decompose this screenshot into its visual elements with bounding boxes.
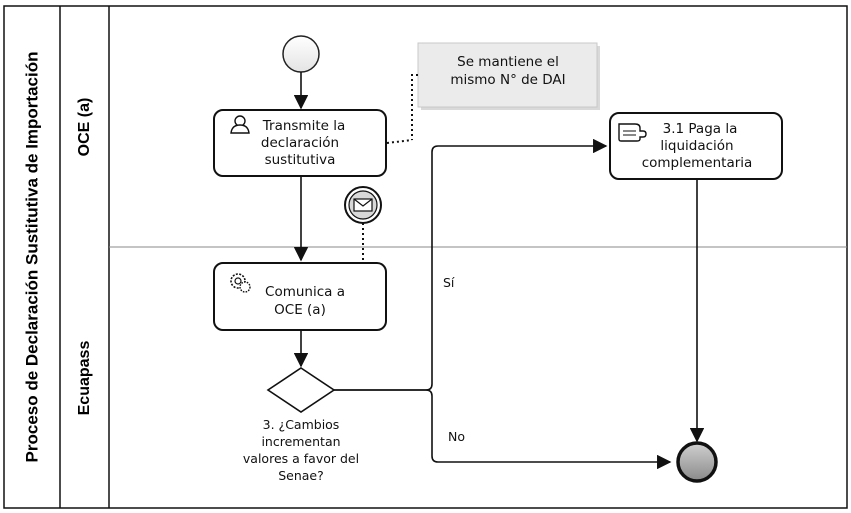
manual-task-icon — [618, 123, 647, 142]
task-comunica-line-2: OCE (a) — [274, 302, 326, 318]
gateway-label-line-2: incrementan — [261, 434, 340, 449]
exclusive-gateway[interactable] — [266, 367, 336, 413]
task-transmite-line-1: Transmite la — [262, 118, 346, 134]
flow-no-label: No — [448, 429, 465, 444]
task-paga-line-2: liquidación — [660, 138, 733, 154]
end-event[interactable] — [676, 441, 718, 483]
task-transmite[interactable]: Transmite la declaración sustitutiva — [213, 109, 387, 177]
lane-title-oce: OCE (a) — [76, 98, 93, 157]
task-paga[interactable]: 3.1 Paga la liquidación complementaria — [609, 112, 783, 180]
lane-title-ecuapass: Ecuapass — [76, 341, 93, 416]
task-transmite-line-3: sustitutiva — [265, 152, 336, 168]
pool-title: Proceso de Declaración Sustitutiva de Im… — [22, 52, 41, 463]
task-transmite-line-2: declaración — [261, 135, 339, 151]
user-icon — [230, 115, 250, 134]
task-comunica-line-1: Comunica a — [265, 284, 345, 300]
task-paga-line-1: 3.1 Paga la — [663, 121, 738, 137]
message-event-icon[interactable] — [344, 186, 382, 224]
task-paga-line-3: complementaria — [642, 155, 753, 171]
annotation-line-1: Se mantiene el — [457, 54, 559, 70]
gear-icon — [230, 273, 251, 293]
gateway-label-line-1: 3. ¿Cambios — [263, 417, 340, 432]
text-annotation: Se mantiene el mismo N° de DAI — [411, 42, 600, 140]
task-comunica[interactable]: Comunica a OCE (a) — [213, 262, 387, 331]
annotation-line-2: mismo N° de DAI — [450, 72, 565, 88]
start-event[interactable] — [282, 35, 320, 73]
flow-gateway-no — [334, 389, 672, 470]
flow-yes-label: Sí — [443, 275, 455, 290]
gateway-label-line-3: valores a favor del — [243, 451, 359, 466]
gateway-label-line-4: Senae? — [278, 468, 324, 483]
annotation-association — [386, 139, 413, 144]
